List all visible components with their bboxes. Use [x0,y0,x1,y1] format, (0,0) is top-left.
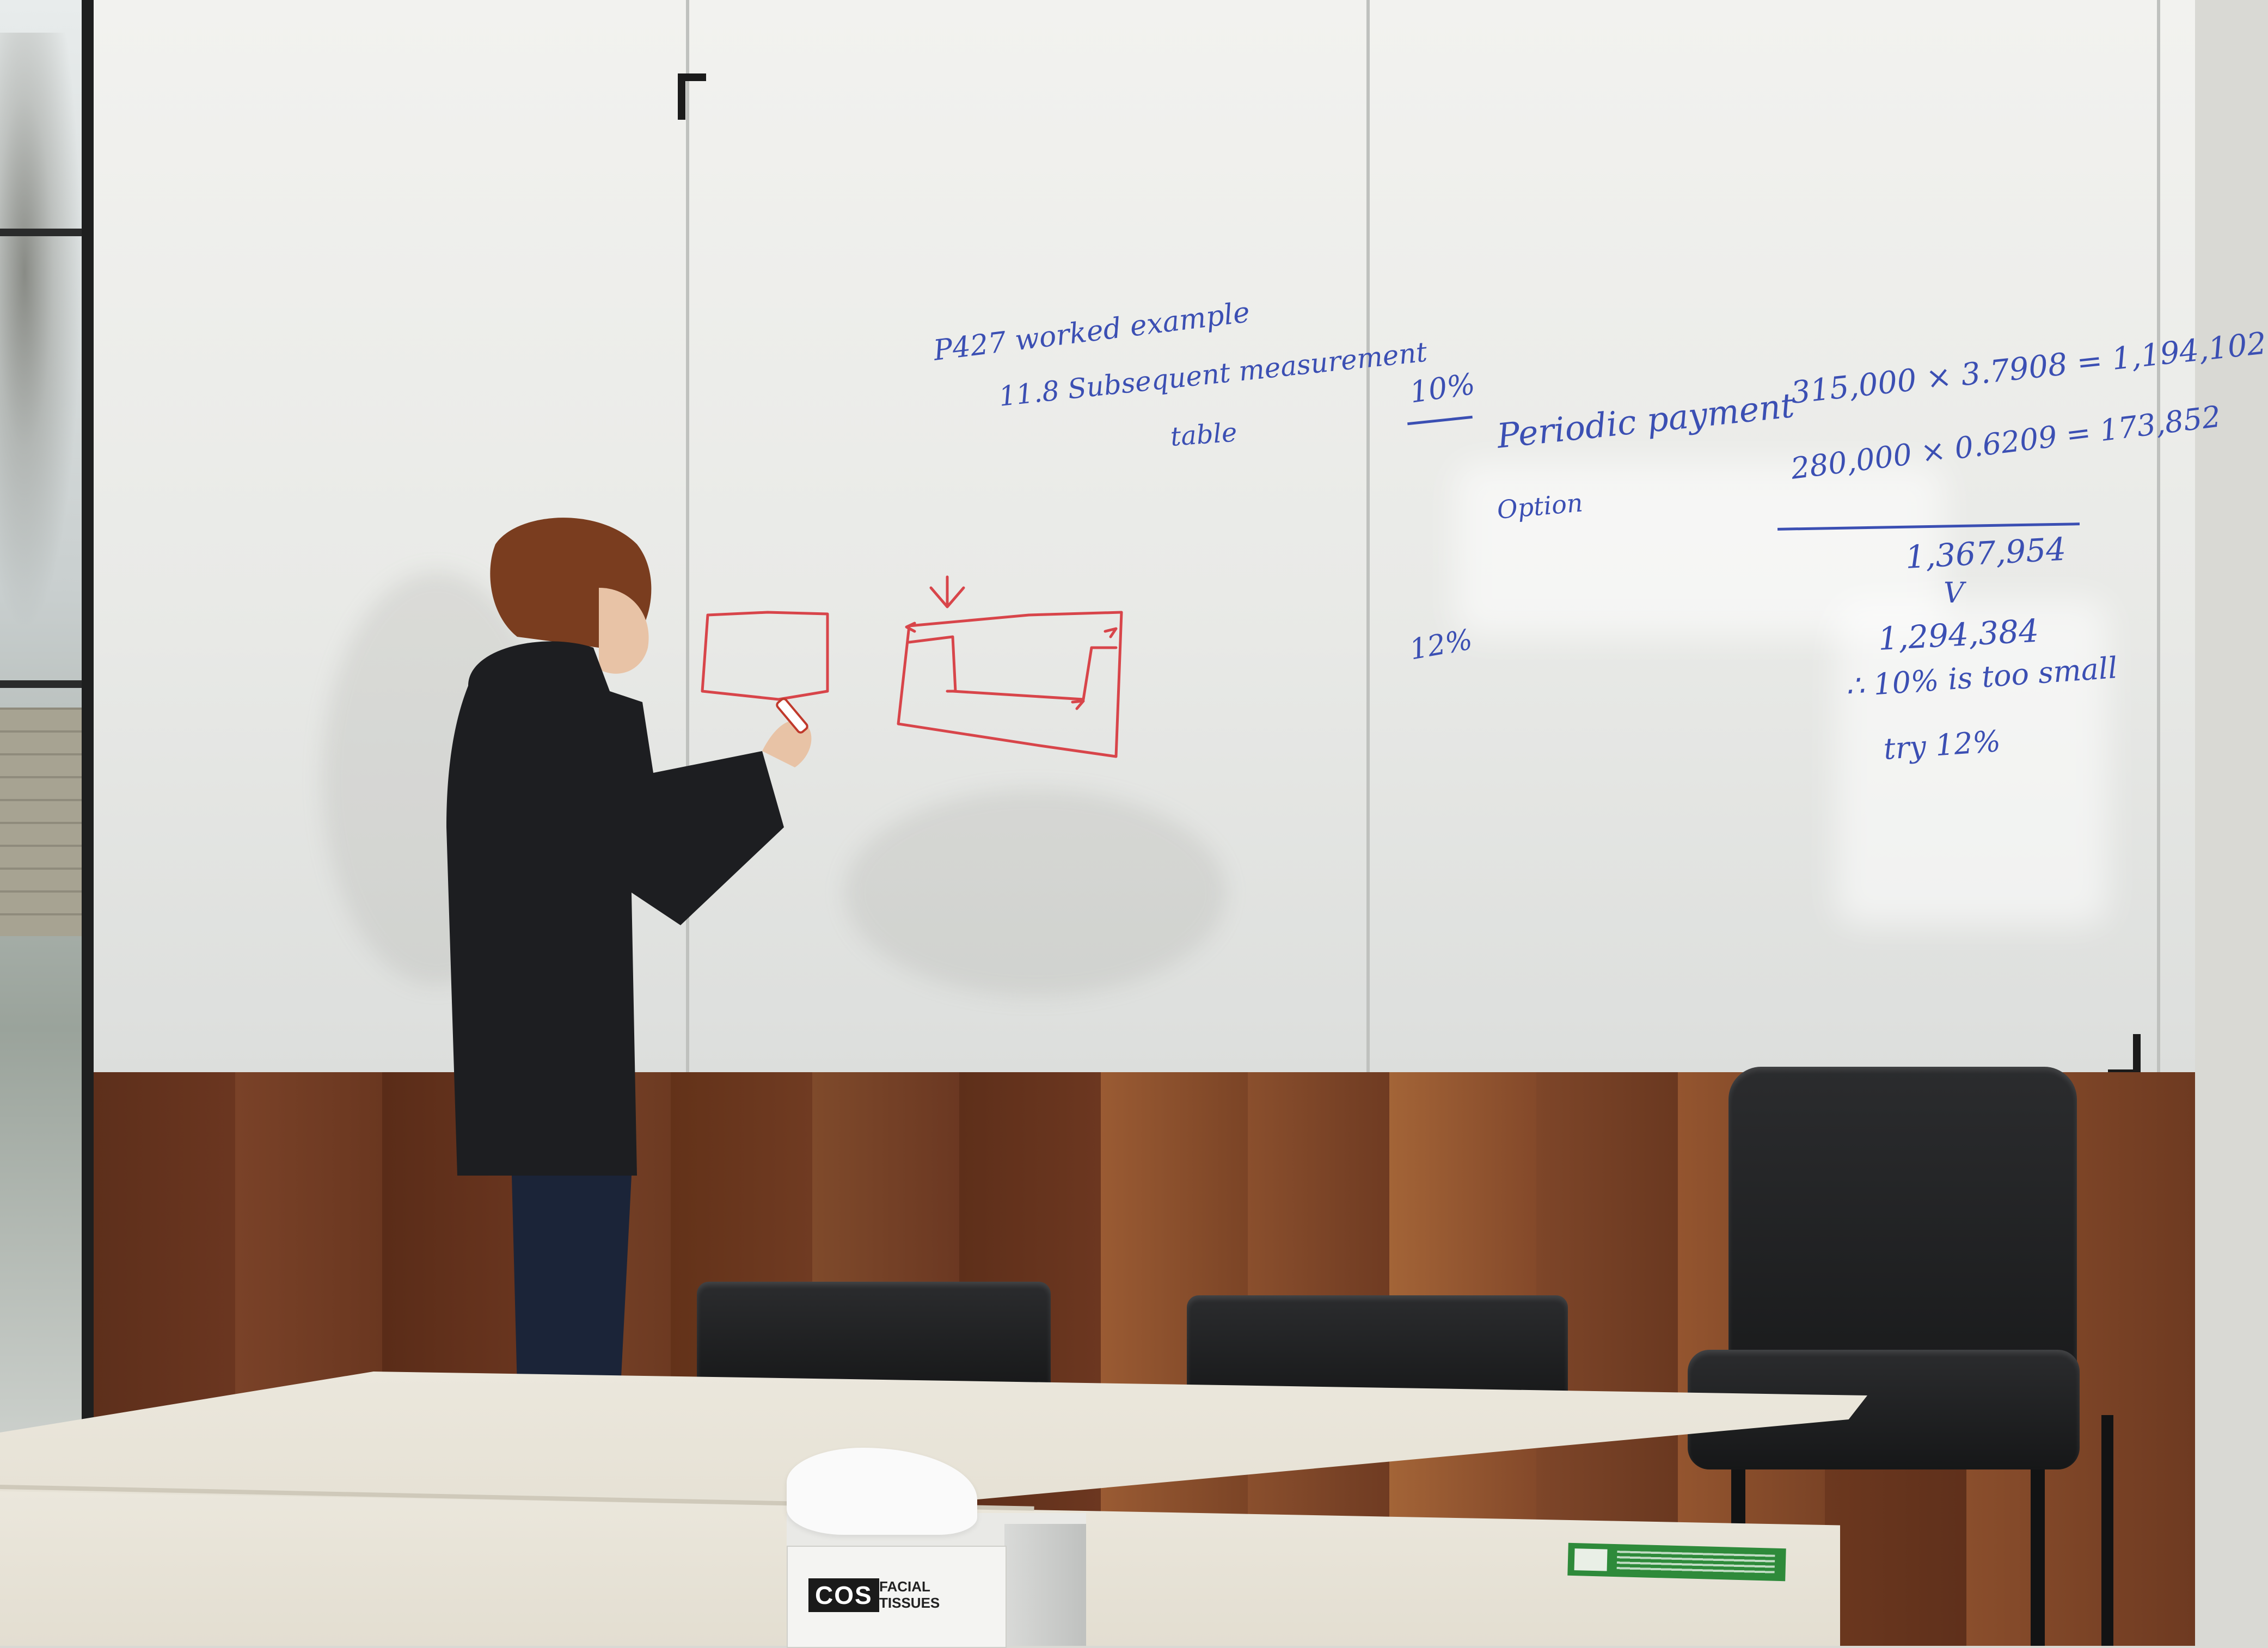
whiteboard [94,0,2195,1083]
window [0,0,93,1469]
face [599,588,649,674]
stone-wall-outside [0,708,82,936]
chair-leg [2101,1415,2113,1646]
whiteboard-panel-seam [686,0,689,1083]
handwriting-compare-mark: V [1944,577,1964,610]
cos-brand-logo: COS [808,1578,879,1612]
diagram-inner-step [951,646,1118,701]
whiteboard-panel-seam [1366,0,1370,1083]
tree-outside [0,33,82,631]
jeans [512,1176,632,1388]
light-reflection [1836,599,2108,925]
tissue-box-side [1004,1524,1086,1646]
red-marker-diagram [701,575,1123,758]
tissue-label-line-2: TISSUES [879,1595,940,1611]
diagram-arrowhead [1071,699,1085,710]
diagram-arrowhead [905,622,916,633]
tissue-box-label: FACIAL TISSUES [879,1578,940,1611]
board-smudge [845,789,1226,996]
sticker-fine-print [1616,1551,1775,1575]
corner-marker-tape [678,73,685,120]
diagram-arrowhead [1104,627,1118,638]
chair-leg [2031,1469,2045,1646]
diagram-box-left [701,611,829,701]
diagram-arrow-down [929,575,965,608]
corner-marker-tape [2133,1034,2141,1078]
person-at-whiteboard [446,518,812,1388]
diagram-box-right [897,611,1123,758]
diagram-inner-step [908,635,957,693]
whiteboard-panel-seam [2157,0,2160,1083]
green-label-sticker [1567,1542,1786,1582]
sticker-logo [1574,1548,1608,1571]
chair-back [697,1282,1051,1396]
window-mullion [0,680,93,688]
handwriting-table-label: table [1169,417,1239,452]
tissue-label-line-1: FACIAL [879,1578,930,1595]
black-puffer-jacket [446,641,784,1176]
window-mullion [0,229,93,236]
tissue-box: COS FACIAL TISSUES [787,1448,1113,1648]
red-marker-pen [776,698,808,734]
window-frame [82,0,94,1459]
